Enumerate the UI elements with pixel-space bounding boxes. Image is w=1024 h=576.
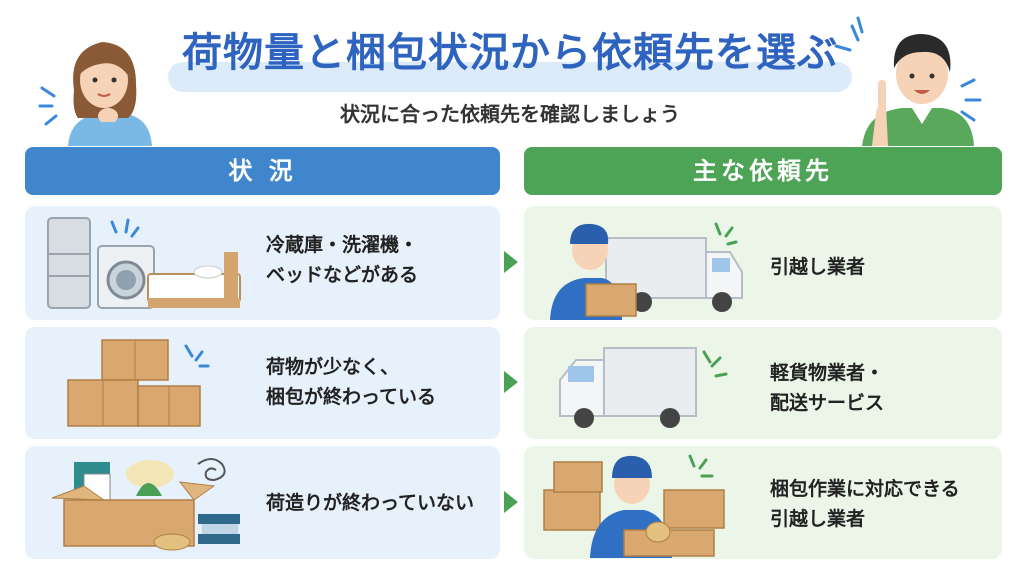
situation-text: 荷造りが終わっていない — [266, 492, 475, 514]
stacked-boxes-illustration — [62, 336, 222, 432]
contractor-text: 梱包作業に対応できる 引越し業者 — [770, 478, 960, 530]
contractor-column-header: 主な依頼先 — [524, 147, 1002, 195]
contractor-text: 引越し業者 — [770, 256, 866, 278]
contractor-text: 軽貨物業者・ 配送サービス — [770, 362, 885, 414]
mover-with-truck-illustration — [546, 212, 746, 320]
open-box-with-items-illustration — [44, 452, 244, 552]
situation-text: 荷物が少なく、 梱包が終わっている — [266, 356, 437, 408]
title-highlight — [168, 62, 852, 92]
mover-packing-boxes-illustration — [540, 450, 740, 558]
page-subtitle: 状況に合った依頼先を確認しましょう — [340, 102, 680, 126]
delivery-truck-illustration — [558, 340, 738, 432]
right-arrow-icon — [504, 491, 518, 513]
appliances-bed-illustration — [44, 214, 244, 314]
pointing-man-illustration — [832, 16, 1002, 146]
right-arrow-icon — [504, 371, 518, 393]
page-title: 荷物量と梱包状況から依頼先を選ぶ — [182, 30, 838, 76]
thinking-woman-illustration — [38, 30, 168, 146]
situation-column-header: 状 況 — [25, 147, 500, 195]
right-arrow-icon — [504, 251, 518, 273]
situation-text: 冷蔵庫・洗濯機・ ベッドなどがある — [266, 234, 419, 286]
